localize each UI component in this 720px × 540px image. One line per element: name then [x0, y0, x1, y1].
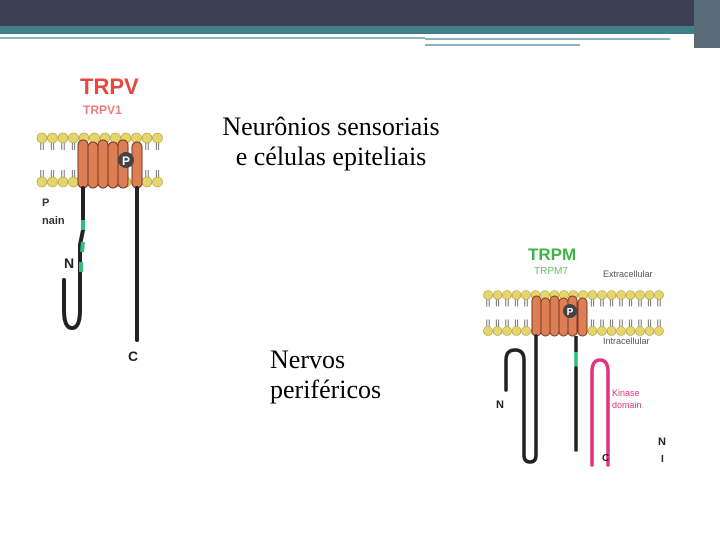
- trpv-domain-fragment: nain: [42, 215, 65, 227]
- trpv-domain-fragment: P: [42, 197, 49, 209]
- caption-peripheral-nerves: Nervos periféricos: [270, 345, 440, 405]
- header-rule-right: [425, 38, 670, 40]
- slide-top-bar: [0, 0, 720, 26]
- trpm-channel-figure: TRPM TRPM7 Extracellular P Intracellular…: [483, 245, 666, 467]
- caption-line: periféricos: [270, 375, 382, 404]
- intracellular-label: Intracellular: [603, 336, 650, 346]
- trpm-pore-loop: [563, 304, 577, 318]
- trpm-right-fragment: I: [661, 454, 664, 465]
- trpv-n-label: N: [64, 255, 74, 271]
- trpv-member-label: TRPV1: [83, 103, 122, 117]
- trpm-right-fragment: N: [658, 436, 666, 448]
- trpm-family-title: TRPM: [528, 245, 576, 264]
- trpv-family-title: TRPV: [80, 74, 139, 99]
- trpv-c-label: C: [128, 348, 138, 364]
- header-rule-left: [0, 37, 425, 39]
- trpv-lipid-bilayer: [36, 132, 163, 188]
- trpm-transmembrane-helices: [531, 295, 588, 337]
- kinase-domain-label: domain: [612, 400, 642, 410]
- slide-accent-band: [0, 26, 694, 34]
- trpv-n-terminus-chain: [62, 186, 85, 331]
- caption-line: e células epiteliais: [235, 142, 427, 171]
- trpv-pore-loop: [118, 152, 134, 168]
- caption-sensory-neurons: Neurônios sensoriais e células epiteliai…: [196, 112, 466, 172]
- header-rule-short: [425, 44, 580, 46]
- kinase-domain-label: Kinase: [612, 388, 640, 398]
- trpv-channel-figure: TRPV TRPV1 P P nain N C: [36, 74, 163, 364]
- slide-corner-accent: [694, 0, 720, 48]
- extracellular-label: Extracellular: [603, 269, 653, 279]
- trpm-c-label: C: [602, 453, 609, 464]
- trpm-n-label: N: [496, 399, 504, 411]
- trpv-pore-label: P: [122, 154, 130, 168]
- caption-line: Neurônios sensoriais: [222, 112, 440, 141]
- caption-line: Nervos: [270, 345, 346, 374]
- trpm-member-label: TRPM7: [534, 266, 568, 277]
- trpm-pore-label: P: [567, 307, 574, 318]
- trpv-ankyrin-segment: [80, 241, 85, 253]
- trpm-kinase-domain: [590, 358, 610, 467]
- trpm-n-terminus-chain: [504, 334, 538, 464]
